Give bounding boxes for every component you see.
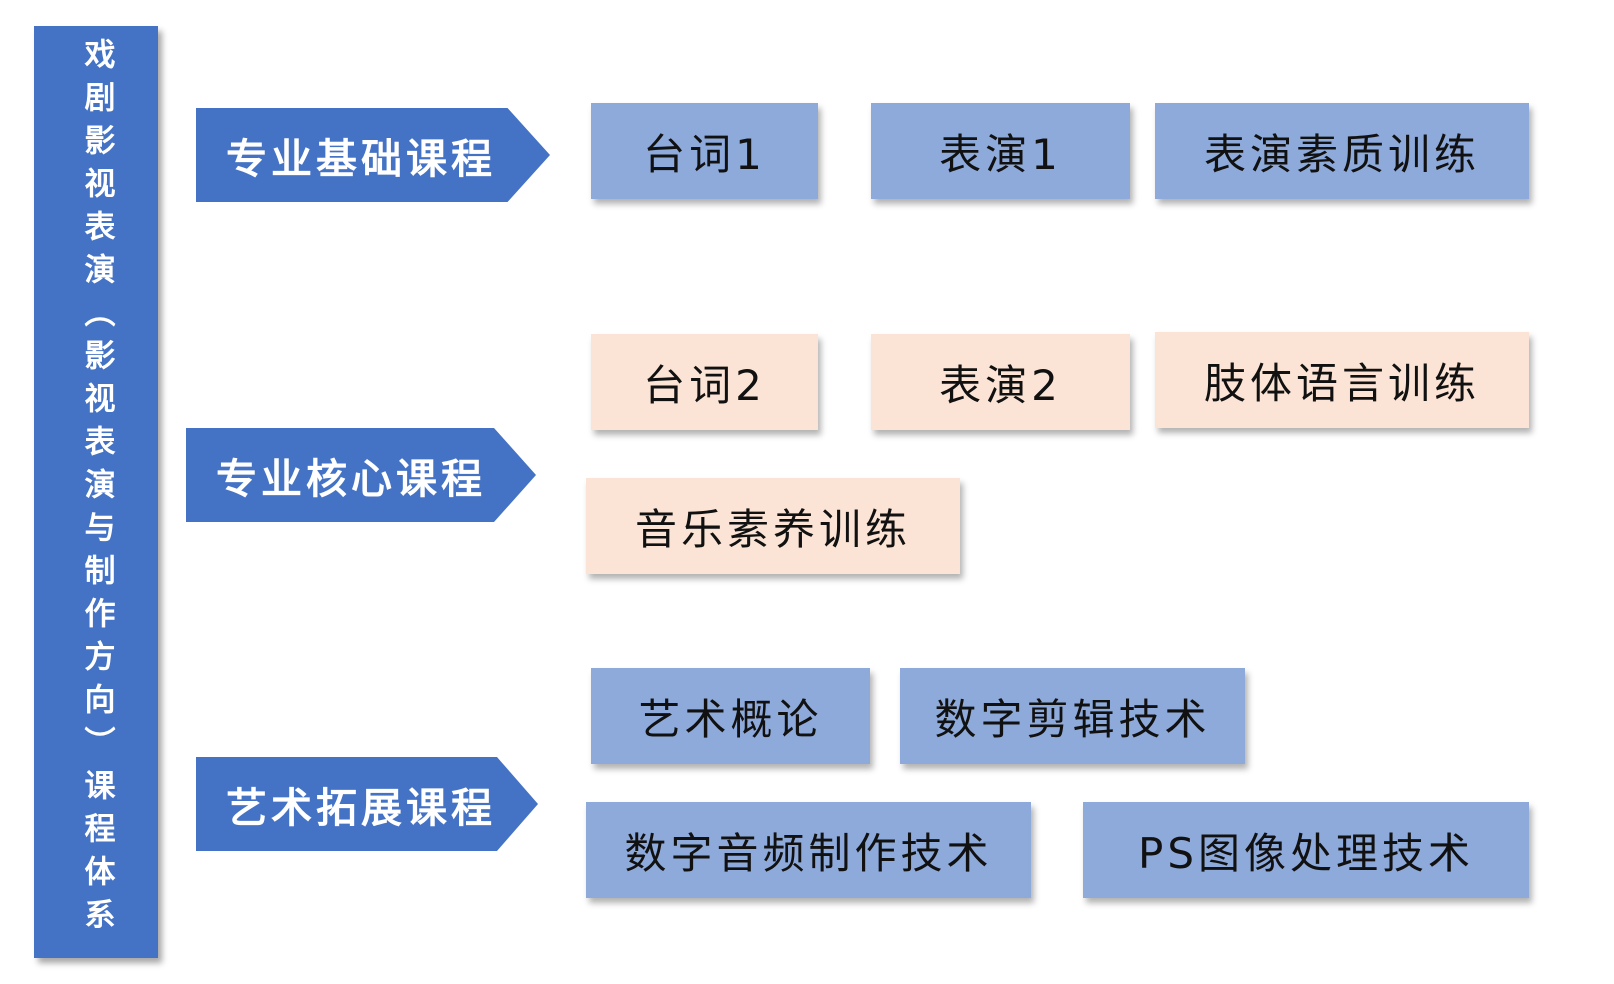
course-box-foundation-3: 表演素质训练 [1155,103,1529,199]
course-box-core-3: 肢体语言训练 [1155,332,1529,428]
course-box-extension-3: 数字音频制作技术 [586,802,1031,898]
category-arrow-extension: 艺术拓展课程 [196,757,538,851]
category-arrow-foundation: 专业基础课程 [196,108,550,202]
course-box-core-4: 音乐素养训练 [586,478,960,574]
course-box-extension-4: PS图像处理技术 [1083,802,1529,898]
course-box-extension-1: 艺术概论 [591,668,870,764]
category-arrow-core: 专业核心课程 [186,428,536,522]
course-box-core-1: 台词2 [591,334,818,430]
course-box-foundation-2: 表演1 [871,103,1130,199]
curriculum-title-bar: 戏剧影视表演（影视表演与制作方向）课程体系 [34,26,158,958]
curriculum-title: 戏剧影视表演（影视表演与制作方向）课程体系 [78,38,115,941]
course-box-foundation-1: 台词1 [591,103,818,199]
course-box-extension-2: 数字剪辑技术 [900,668,1245,764]
course-box-core-2: 表演2 [871,334,1130,430]
